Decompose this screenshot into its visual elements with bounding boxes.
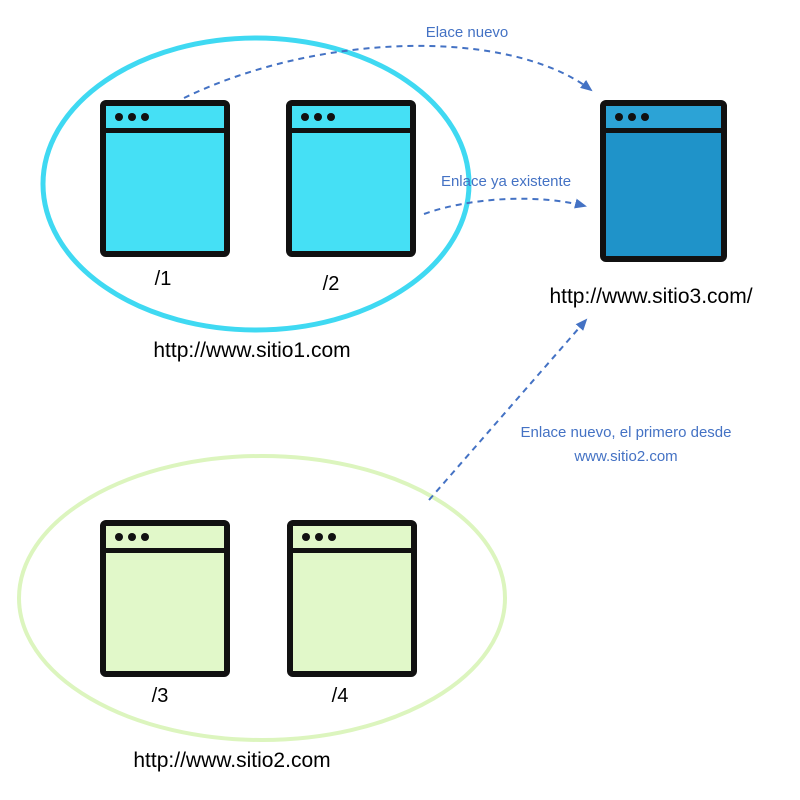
window-dot-icon xyxy=(128,113,136,121)
window-dot-icon xyxy=(302,533,310,541)
window-dot-icon xyxy=(115,533,123,541)
window-body xyxy=(606,133,721,256)
browser-window-page-1 xyxy=(100,100,230,257)
window-titlebar xyxy=(293,526,411,553)
page-label-2: /2 xyxy=(322,273,340,295)
page-label-3: /3 xyxy=(151,685,169,707)
window-dot-icon xyxy=(115,113,123,121)
window-dot-icon xyxy=(328,533,336,541)
window-titlebar xyxy=(292,106,410,133)
browser-window-page-3 xyxy=(100,520,230,677)
site1-group-ellipse xyxy=(40,35,472,333)
page-label-4: /4 xyxy=(331,685,349,707)
arrow-new-link-top xyxy=(183,44,593,99)
arrow-label-new-link-bottom: Enlace nuevo, el primero desde www.sitio… xyxy=(521,421,732,469)
arrow-existing-link xyxy=(423,197,587,215)
window-body xyxy=(293,553,411,671)
arrow-label-new-link-bottom-line2: www.sitio2.com xyxy=(574,448,678,465)
window-dot-icon xyxy=(615,113,623,121)
window-dot-icon xyxy=(141,113,149,121)
page-label-1: /1 xyxy=(154,268,172,290)
window-body xyxy=(292,133,410,251)
arrow-label-new-link-top: Elace nuevo xyxy=(425,24,509,41)
site1-url-label: http://www.sitio1.com xyxy=(153,339,351,362)
window-dot-icon xyxy=(141,533,149,541)
window-titlebar xyxy=(606,106,721,133)
site2-url-label: http://www.sitio2.com xyxy=(133,749,331,772)
window-body xyxy=(106,133,224,251)
window-body xyxy=(106,553,224,671)
window-dot-icon xyxy=(327,113,335,121)
window-dot-icon xyxy=(641,113,649,121)
window-dot-icon xyxy=(301,113,309,121)
window-dot-icon xyxy=(314,113,322,121)
window-dot-icon xyxy=(628,113,636,121)
browser-window-site3 xyxy=(600,100,727,262)
browser-window-page-4 xyxy=(287,520,417,677)
site2-group-ellipse xyxy=(17,454,507,742)
window-dot-icon xyxy=(128,533,136,541)
site3-url-label: http://www.sitio3.com/ xyxy=(549,285,753,308)
arrow-new-link-bottom xyxy=(428,318,588,501)
window-titlebar xyxy=(106,526,224,553)
browser-window-page-2 xyxy=(286,100,416,257)
window-dot-icon xyxy=(315,533,323,541)
arrow-label-new-link-bottom-line1: Enlace nuevo, el primero desde xyxy=(520,424,732,441)
arrow-label-existing-link: Enlace ya existente xyxy=(440,173,572,190)
window-titlebar xyxy=(106,106,224,133)
